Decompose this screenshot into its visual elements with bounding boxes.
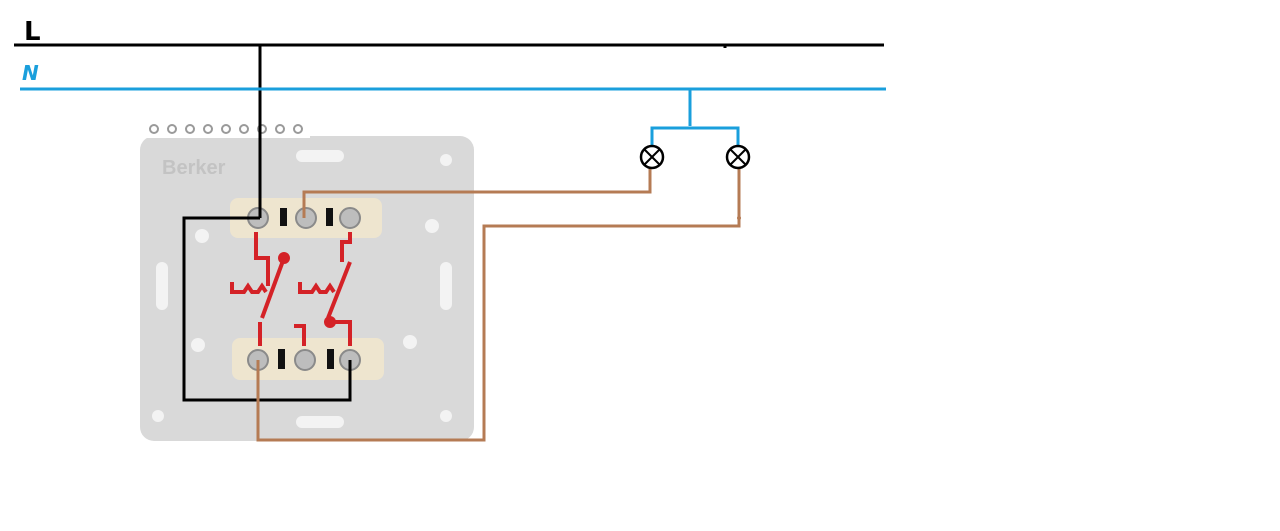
brand-label: Berker [162,157,226,179]
switch-pivot-right [324,316,336,328]
lamp-1 [639,144,665,170]
line-conductor [14,43,884,402]
top-terminal-block [230,198,382,238]
neutral-conductor [20,87,886,146]
neutral-label: N [22,61,39,85]
switch-mounting-plate: Berker [140,124,474,441]
bottom-terminal-block [232,338,384,380]
line-label: L [24,17,41,47]
lamp-2 [725,144,751,170]
switch-pivot-left [278,252,290,264]
switch-mechanism [230,232,352,346]
